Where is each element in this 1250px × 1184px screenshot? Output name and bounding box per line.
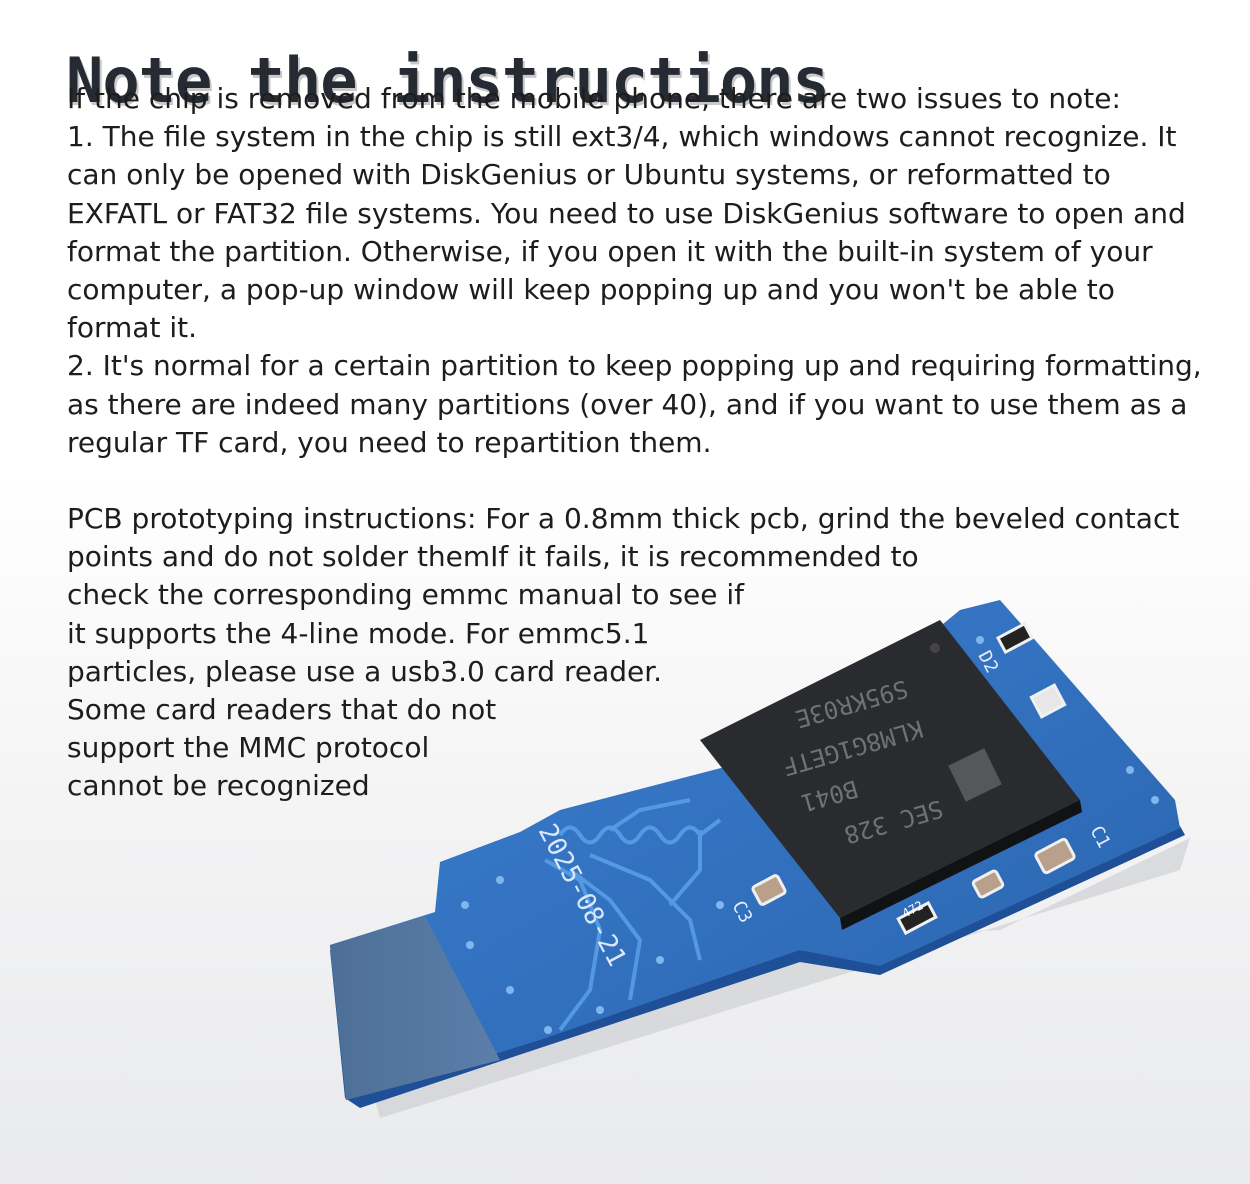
text-line: If the chip is removed from the mobile p… bbox=[67, 82, 1121, 115]
pcb-vias bbox=[461, 636, 1159, 1034]
text-line: EXFATL or FAT32 file systems. You need t… bbox=[67, 196, 1186, 230]
text-line: points and do not solder themIf it fails… bbox=[67, 540, 919, 574]
text-line: computer, a pop-up window will keep popp… bbox=[67, 273, 1115, 307]
smd-components bbox=[751, 621, 1076, 936]
text-line: check the corresponding emmc manual to s… bbox=[67, 578, 745, 612]
text-line: it supports the 4-line mode. For emmc5.1 bbox=[67, 616, 650, 650]
text-line: 1. The file system in the chip is still … bbox=[67, 120, 1177, 154]
emmc-chip bbox=[700, 620, 1080, 918]
pcb-instructions-paragraph: PCB prototyping instructions: For a 0.8m… bbox=[67, 500, 1179, 806]
text-line: PCB prototyping instructions: For a 0.8m… bbox=[67, 502, 1180, 535]
text-line: format the partition. Otherwise, if you … bbox=[67, 234, 1153, 268]
text-line: Some card readers that do not bbox=[67, 693, 497, 727]
text-line: 2. It's normal for a certain partition t… bbox=[67, 349, 1202, 383]
text-line: cannot be recognized bbox=[67, 769, 370, 803]
text-line: as there are indeed many partitions (ove… bbox=[67, 387, 1188, 421]
text-line: can only be opened with DiskGenius or Ub… bbox=[67, 158, 1111, 192]
qr-code bbox=[948, 748, 1002, 802]
pcb-traces bbox=[544, 798, 722, 1032]
text-line: format it. bbox=[67, 311, 197, 345]
page-heading: Note the instructions bbox=[66, 43, 830, 117]
usage-notes-paragraph: If the chip is removed from the mobile p… bbox=[67, 80, 1202, 462]
board-shadow bbox=[338, 838, 1190, 1118]
text-line: particles, please use a usb3.0 card read… bbox=[67, 654, 663, 688]
text-line: support the MMC protocol bbox=[67, 731, 430, 765]
text-line: regular TF card, you need to repartition… bbox=[67, 425, 712, 459]
card-contact-area bbox=[330, 916, 500, 1100]
